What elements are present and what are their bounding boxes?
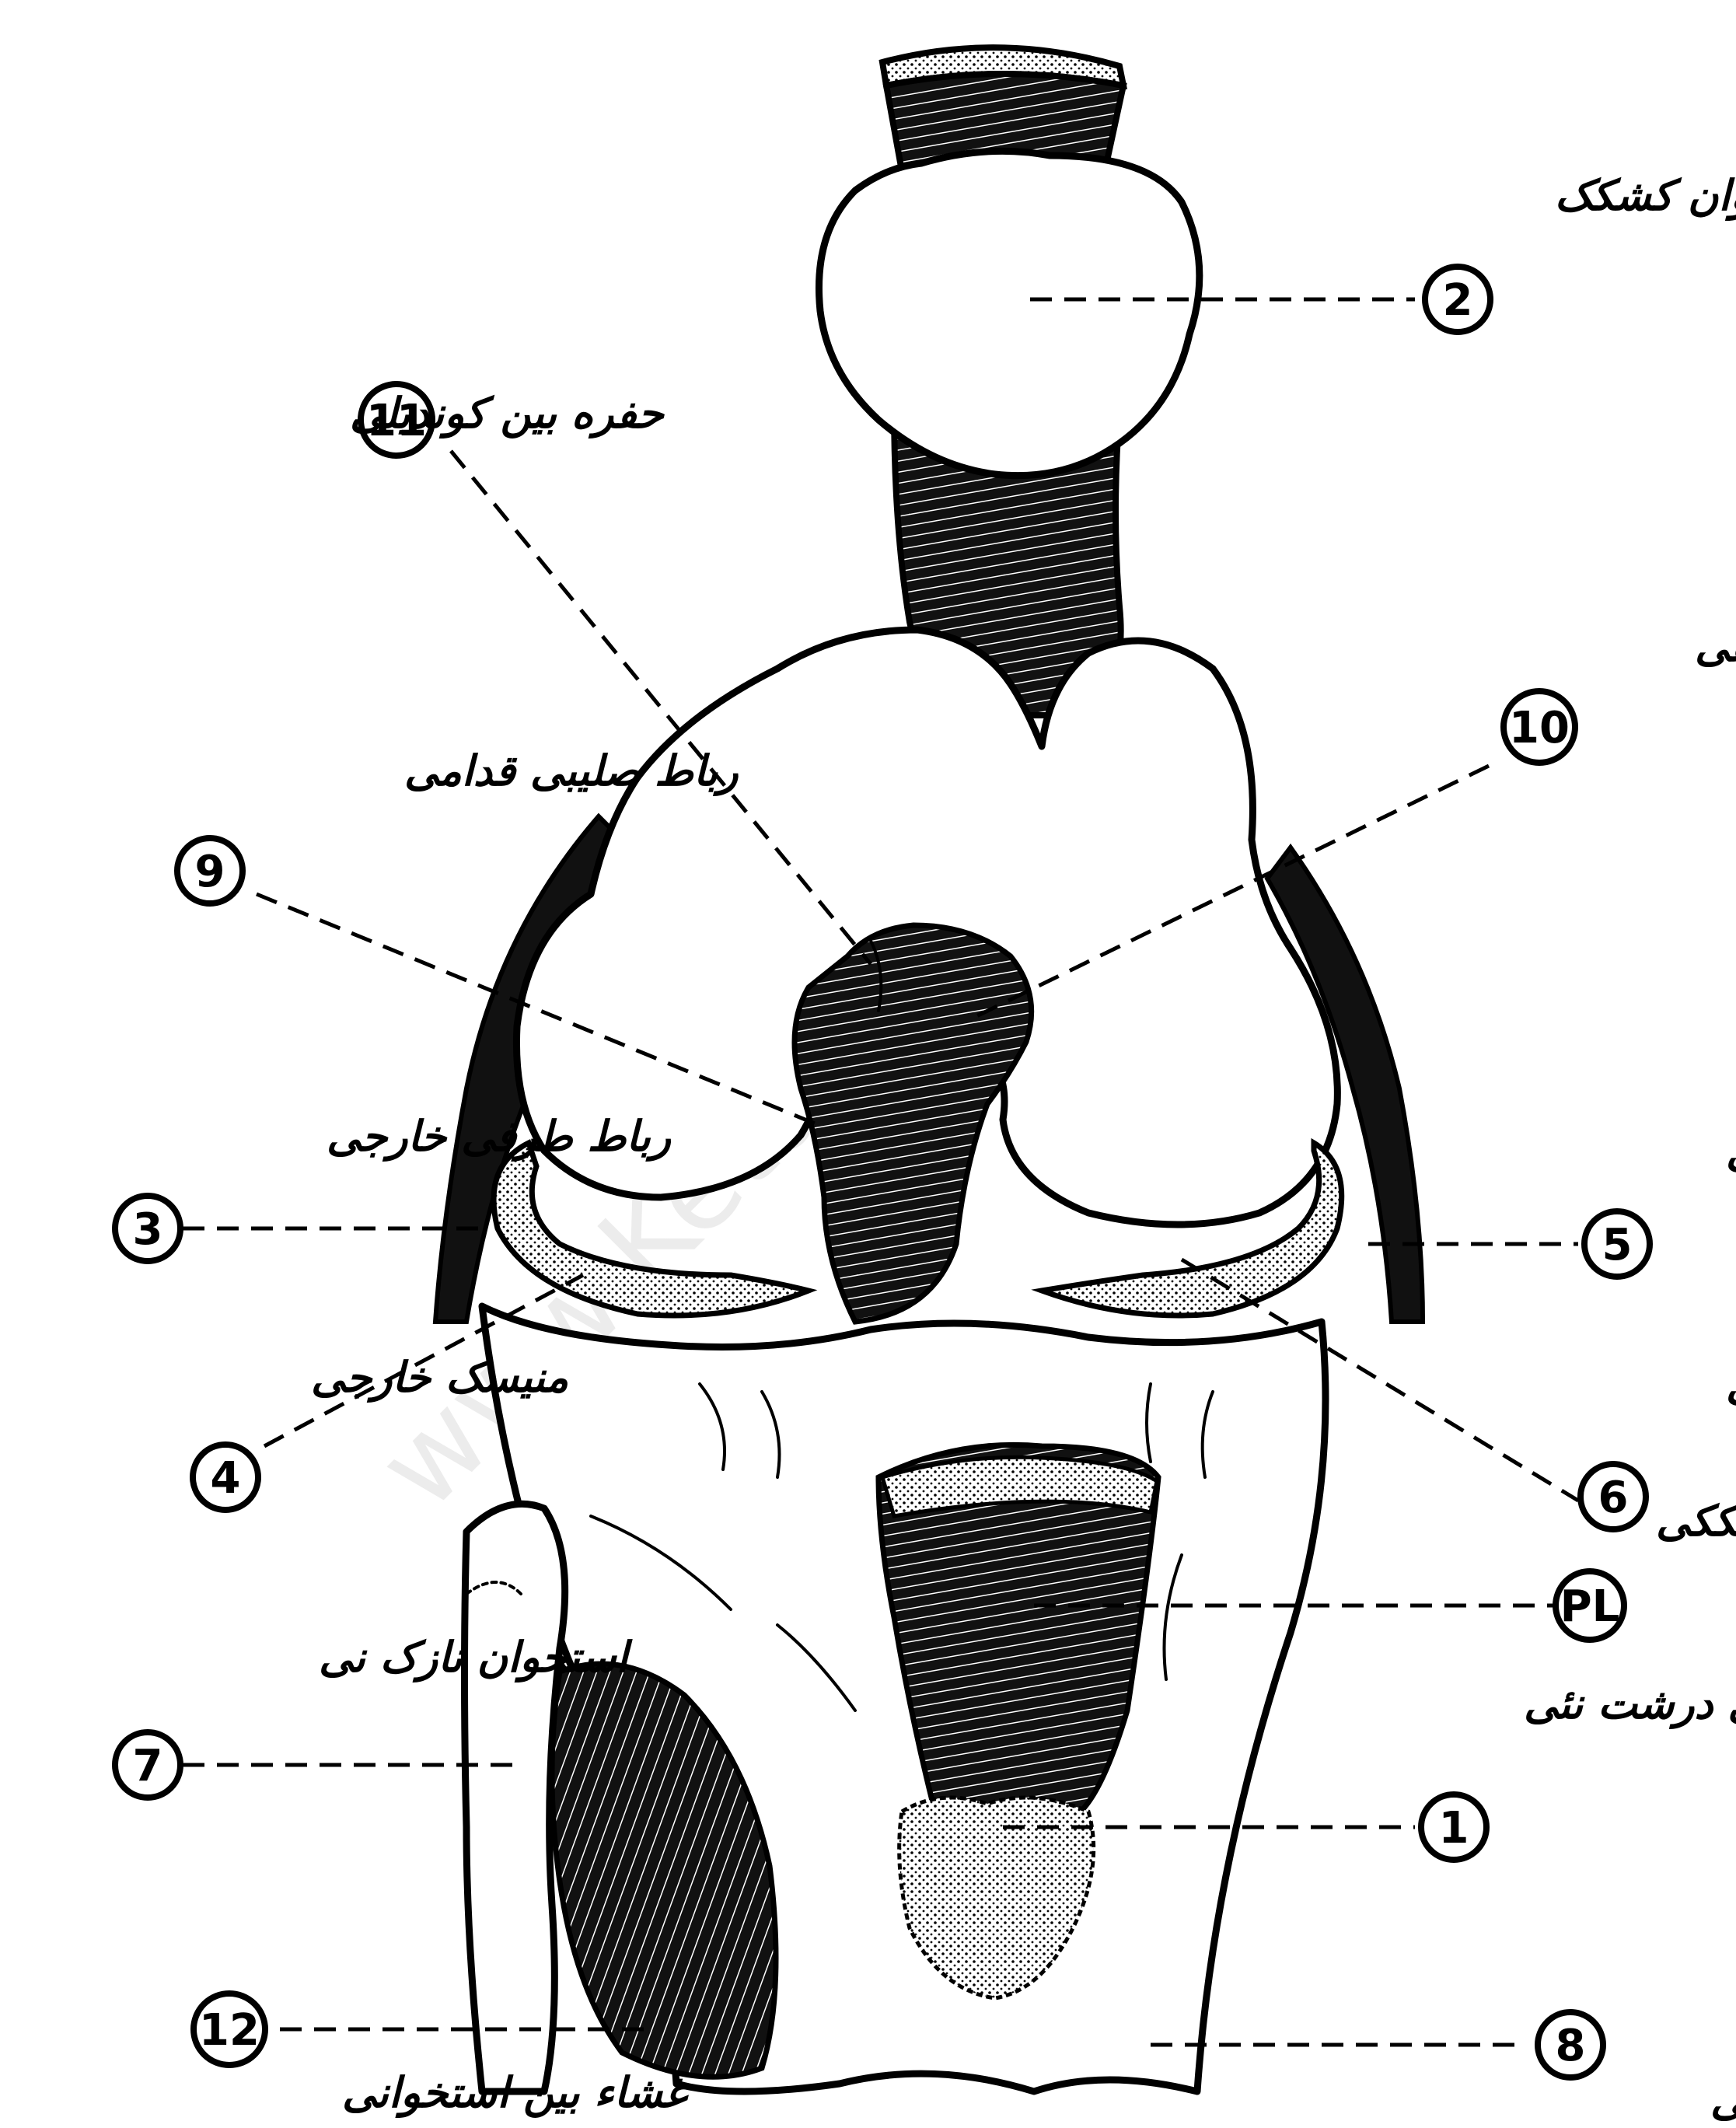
- marker-label: رباط طرفی داخلی: [1726, 1127, 1736, 1178]
- marker-2: 2 استخوان کشکک: [1425, 171, 1736, 332]
- marker-pl: PL رباط کشککی: [1556, 1497, 1736, 1640]
- marker-label: منیسک داخلی: [1726, 1361, 1736, 1410]
- marker-8: 8 استخوان درشت نی: [1538, 2012, 1736, 2126]
- marker-number: 6: [1598, 1473, 1629, 1523]
- marker-label: رباط صلیبی خلفی: [1695, 622, 1736, 673]
- marker-label: غشاء بین استخوانی: [342, 2068, 689, 2119]
- marker-label: منیسک خارجی: [311, 1353, 568, 1403]
- cruciate-ligaments: [795, 925, 1032, 1322]
- marker-5: 5 رباط طرفی داخلی: [1584, 1127, 1736, 1277]
- marker-number: 4: [211, 1453, 241, 1504]
- marker-number: 7: [133, 1741, 163, 1791]
- marker-label: استخوان درشت نی: [1710, 2076, 1736, 2126]
- marker-number: 5: [1602, 1220, 1633, 1270]
- marker-label: رباط صلیبی قدامی: [404, 746, 739, 797]
- marker-number: 1: [1439, 1803, 1469, 1854]
- marker-label: برجستگی درشت نئی: [1524, 1679, 1736, 1730]
- marker-number: 10: [1509, 703, 1570, 753]
- marker-label: رباط طرفی خارجی: [327, 1112, 672, 1162]
- marker-label: استخوان نازک نی: [319, 1633, 633, 1683]
- marker-number: 9: [195, 847, 225, 897]
- marker-number: 8: [1556, 2021, 1586, 2071]
- marker-10: 10 رباط صلیبی خلفی: [1504, 622, 1736, 763]
- marker-1: 1 برجستگی درشت نئی: [1421, 1679, 1736, 1860]
- marker-number: 3: [133, 1204, 163, 1255]
- marker-number: PL: [1560, 1581, 1620, 1632]
- marker-label: رباط کشککی: [1656, 1497, 1736, 1547]
- marker-label: حفره بین کوندیلی: [350, 389, 665, 439]
- marker-number: 2: [1443, 275, 1473, 326]
- marker-11: 11 حفره بین کوندیلی: [350, 384, 665, 456]
- knee-anatomy: [435, 47, 1423, 2091]
- patella: [819, 151, 1199, 475]
- marker-label: استخوان کشکک: [1555, 171, 1736, 222]
- marker-number: 12: [199, 2005, 260, 2056]
